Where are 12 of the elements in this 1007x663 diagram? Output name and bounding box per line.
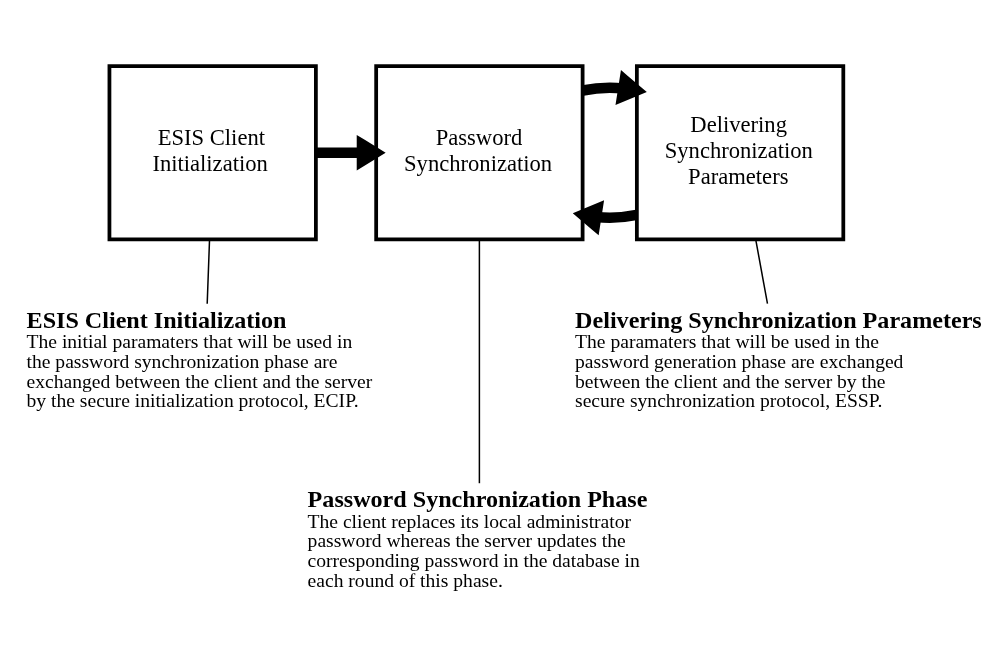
connector [755,238,769,304]
connector [206,238,211,304]
node-text: Password Synchronization Phase The client replaces its local administrator password whereas the server updates the corresponding password in the database in each round of this phase. [307,485,648,591]
node-box: ESIS Client Initialization [107,63,318,241]
arrow [572,199,638,235]
node-box: Password Synchronization [374,63,585,241]
arrow [581,69,647,105]
arrow [316,134,386,170]
connector [478,238,481,484]
node-text: Delivering Synchronization Parameters The paramaters that will be used in the password generation phase are exchanged between the client and the server by the secure synchronization protocol, ESSP. [575,306,982,411]
node-box: Delivering Synchronization Parameters [634,63,846,241]
node-text: ESIS Client Initialization The initial paramaters that will be used in the password synchronization phase are exchanged between the client and the server by the secure initialization protocol, ECIP. [26,306,373,411]
